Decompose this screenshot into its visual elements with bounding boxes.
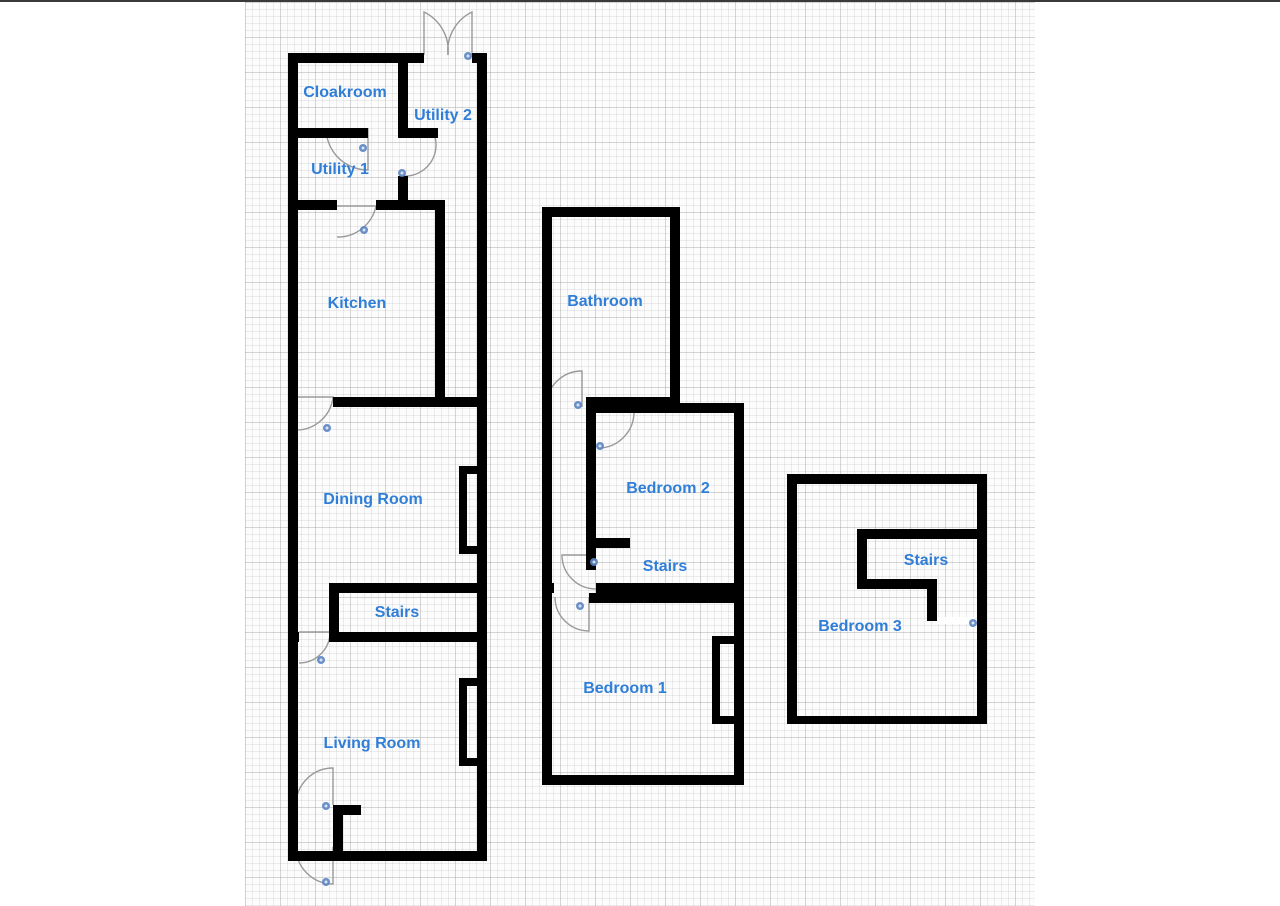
door-arc-utility <box>402 133 437 177</box>
wall-stairs-sf-bottom <box>857 579 935 589</box>
room-label-bedroom-2: Bedroom 2 <box>626 480 710 497</box>
room-label-bathroom: Bathroom <box>567 293 643 310</box>
wall-bathroom-top <box>542 207 680 217</box>
wall-utility-divider-upper <box>398 128 408 134</box>
wall-landing-bottom <box>542 583 554 593</box>
wall-stairs-ff-top <box>586 538 596 570</box>
wall-cloakroom-utility2 <box>398 53 408 134</box>
room-label-utility-2: Utility 2 <box>414 107 472 124</box>
graph-paper-background <box>245 2 1035 906</box>
door-arc-living-vestibule <box>295 767 334 806</box>
wall-bedroom2-top <box>586 403 744 413</box>
wall-bedroom2-left-upper <box>586 413 596 448</box>
wall-bathroom-left <box>542 207 552 407</box>
wall-gf-bottom <box>288 851 487 861</box>
bay-window-bedroom1-bottom <box>712 716 734 724</box>
bay-window-living-top <box>459 678 481 686</box>
page-top-rule <box>0 0 1280 2</box>
room-label-cloakroom: Cloakroom <box>303 84 387 101</box>
wall-gf-top-right <box>472 53 487 63</box>
room-label-stairs-first: Stairs <box>643 558 688 575</box>
wall-kitchen-right <box>435 200 445 405</box>
door-arc-kitchen-dining <box>295 396 334 431</box>
bay-window-dining-top <box>459 466 481 474</box>
second-floor-walls <box>787 474 987 724</box>
wall-stairs-gf-bottom <box>329 632 487 642</box>
wall-bedroom3-left <box>787 474 797 724</box>
bay-window-dining-bottom <box>459 546 481 554</box>
wall-kitchen-dining-b <box>333 397 487 407</box>
wall-gf-top-left <box>288 53 424 63</box>
wall-hall-gf <box>288 632 299 642</box>
wall-vestibule-top <box>333 805 343 851</box>
walls-layer <box>288 53 987 861</box>
wall-gf-right-upper <box>477 53 487 405</box>
bay-window-bedroom1-left <box>712 636 720 724</box>
wall-kitchen-dining <box>288 397 296 407</box>
room-label-bedroom-3: Bedroom 3 <box>818 618 902 635</box>
bay-window-dining-left <box>459 466 467 554</box>
wall-bedroom1-right <box>734 593 744 783</box>
wall-bathroom-bottom <box>542 397 548 407</box>
door-arc-bedroom1 <box>554 596 590 632</box>
sliding-door-bedroom3 <box>937 617 975 624</box>
bay-window-living-bottom <box>459 758 481 766</box>
wall-stairs-gf-left <box>329 583 339 633</box>
wall-stairs-sf-left <box>857 529 867 589</box>
wall-utility-divider-lower <box>398 176 408 206</box>
door-arc-dining-hall <box>298 631 331 664</box>
wall-vestibule-gap-upper <box>288 795 298 805</box>
wall-stairs-ff-sep <box>586 538 630 548</box>
bay-window-bedroom1-top <box>712 636 734 644</box>
door-arc-front-right <box>447 10 473 56</box>
wall-bedroom1-bottom <box>542 775 744 785</box>
room-label-dining-room: Dining Room <box>323 491 423 508</box>
door-arc-front-left <box>423 10 449 56</box>
wall-bedroom1-top <box>589 593 744 603</box>
wall-bathroom-right <box>670 207 680 407</box>
wall-stairs-sf-top <box>857 529 987 539</box>
door-arc-landing-upper <box>561 554 597 590</box>
wall-landing-left <box>542 403 552 593</box>
wall-bedroom2-left-lower <box>586 448 596 570</box>
wall-utility1-kitchen-b <box>376 200 445 210</box>
wall-vestibule-gap-lower <box>288 841 298 851</box>
wall-stairs-sf-stub <box>927 579 937 621</box>
bay-window-living-left <box>459 678 467 766</box>
room-label-kitchen: Kitchen <box>328 295 387 312</box>
wall-bathroom-bottom-b <box>586 397 680 407</box>
door-hinge-markers <box>317 52 977 886</box>
door-arc-bedroom2 <box>597 411 635 449</box>
room-label-utility-1: Utility 1 <box>311 161 369 178</box>
wall-vestibule-right <box>333 805 361 815</box>
first-floor-walls <box>542 207 744 785</box>
door-arc-utility-kitchen <box>336 205 377 238</box>
wall-utility1-kitchen <box>288 200 337 210</box>
wall-cloakroom-utility1-b <box>398 128 438 138</box>
wall-gf-left <box>288 53 298 861</box>
wall-bedroom1-left <box>542 593 552 783</box>
wall-stairs-gf-top <box>329 583 487 593</box>
wall-cloakroom-utility1 <box>288 128 368 138</box>
wall-stairs-ff-bot <box>596 583 744 593</box>
wall-bedroom3-right <box>977 474 987 724</box>
room-label-stairs-ground: Stairs <box>375 604 420 621</box>
room-label-stairs-second: Stairs <box>904 552 949 569</box>
room-label-bedroom-1: Bedroom 1 <box>583 680 667 697</box>
ground-floor-walls <box>288 53 487 861</box>
wall-bedroom3-top <box>787 474 987 484</box>
room-label-living-room: Living Room <box>324 735 421 752</box>
wall-bedroom3-bottom <box>787 716 987 724</box>
room-labels-layer: Cloakroom Utility 2 Utility 1 Kitchen Di… <box>303 84 948 752</box>
wall-bedroom2-right <box>734 403 744 583</box>
